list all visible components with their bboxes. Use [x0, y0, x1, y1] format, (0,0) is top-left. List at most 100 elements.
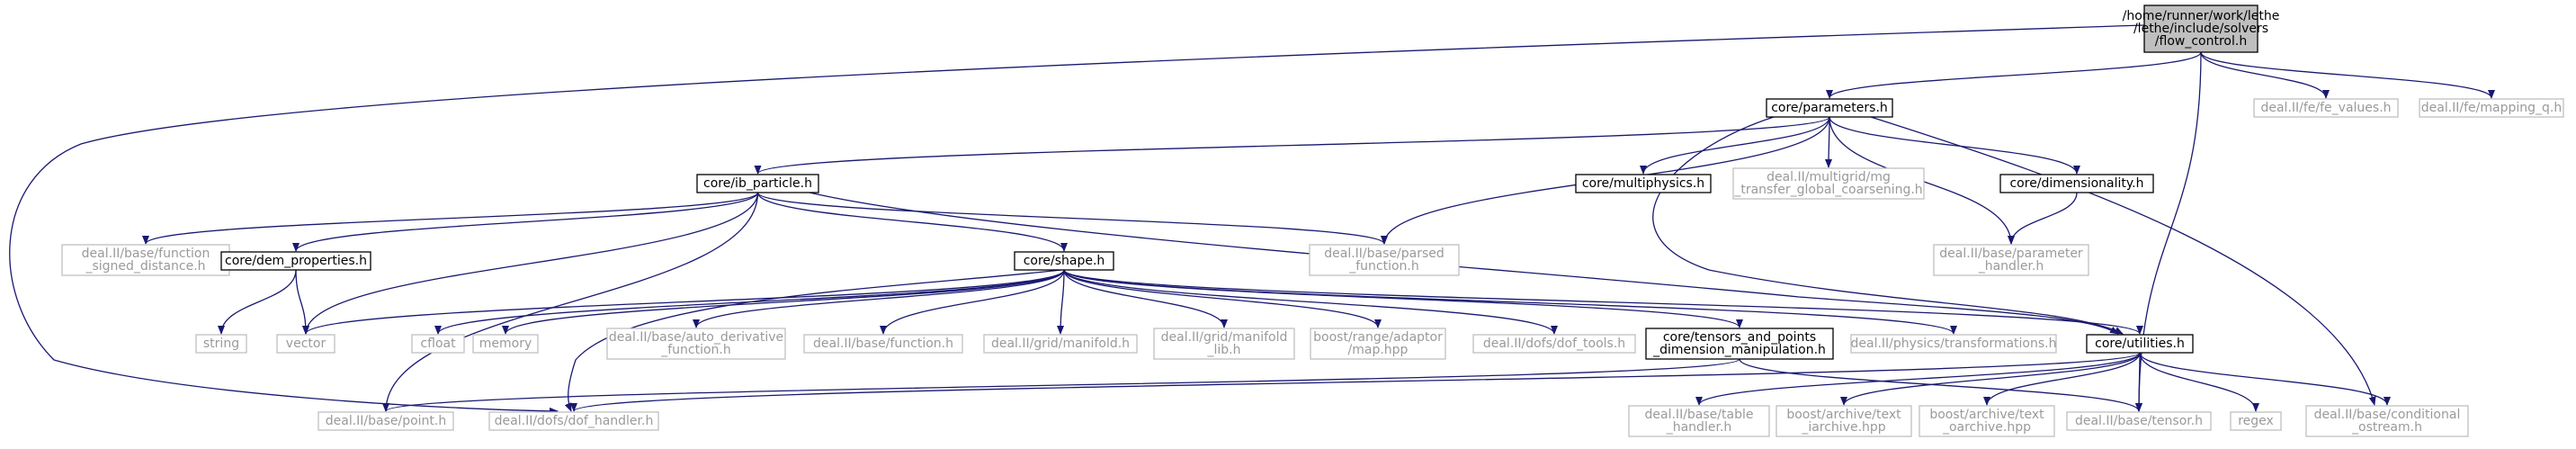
node-dem_props[interactable]: core/dem_properties.h — [220, 251, 371, 271]
edge-shape-to-transforms — [1063, 269, 1957, 335]
node-label: deal.II/base/parameter — [1939, 247, 2083, 261]
node-label: boost/archive/text — [1929, 408, 2044, 422]
edge-parameters-to-multiphysics — [1640, 116, 1830, 175]
edge-root-to-parameters — [1826, 51, 2202, 99]
node-box — [803, 334, 963, 354]
node-box — [1850, 334, 2057, 354]
node-label: cfloat — [420, 337, 456, 351]
node-dimensionality[interactable]: core/dimensionality.h — [1999, 174, 2154, 193]
node-box — [1775, 405, 1912, 437]
node-label: core/shape.h — [1024, 254, 1105, 268]
edge-utilities-to-cond_ostream — [2139, 352, 2391, 406]
node-utilities[interactable]: core/utilities.h — [2086, 334, 2194, 354]
edge-dem_props-to-vector — [295, 269, 309, 335]
edge-root-to-dof_handler — [9, 24, 2145, 415]
node-box — [411, 334, 465, 354]
node-tensors[interactable]: core/tensors_and_points_dimension_manipu… — [1645, 328, 1834, 360]
edge-tensors-to-tensor — [1739, 358, 2142, 412]
node-label: deal.II/fe/mapping_q.h — [2421, 101, 2563, 115]
edge-ib_particle-to-shape — [756, 192, 1068, 252]
edge-utilities-to-text_iarchive — [1840, 352, 2141, 406]
node-manifold: deal.II/grid/manifold.h — [983, 334, 1138, 354]
edge-dimensionality-to-param_handler — [2008, 192, 2078, 245]
node-label: core/multiphysics.h — [1582, 176, 1704, 191]
edge-dem_props-to-string — [218, 269, 297, 335]
edge-shape-to-manifold — [1057, 269, 1065, 335]
edge-shape-to-memory — [502, 269, 1065, 335]
edge-root-to-tensor — [2135, 51, 2202, 412]
node-label: deal.II/multigrid/mg — [1767, 170, 1891, 184]
edge-parameters-to-ib_particle — [754, 116, 1830, 175]
node-box — [606, 328, 786, 360]
node-label: deal.II/base/table — [1645, 408, 1754, 422]
node-multiphysics[interactable]: core/multiphysics.h — [1575, 174, 1712, 193]
node-label: deal.II/base/point.h — [326, 414, 447, 428]
node-label: core/utilities.h — [2095, 337, 2185, 351]
node-box — [1732, 167, 1925, 200]
node-box — [220, 251, 371, 271]
node-box — [61, 244, 230, 276]
node-box — [2230, 411, 2282, 431]
node-shape[interactable]: core/shape.h — [1014, 251, 1114, 271]
node-ib_particle[interactable]: core/ib_particle.h — [696, 174, 819, 193]
edge-shape-to-dof_tools — [1063, 269, 1558, 335]
node-label: /map.hpp — [1348, 343, 1409, 357]
edge-ib_particle-to-point — [382, 192, 759, 412]
node-label: regex — [2238, 414, 2274, 428]
node-box — [1766, 98, 1893, 118]
node-label: deal.II/base/conditional — [2314, 408, 2461, 422]
node-fe_values: deal.II/fe/fe_values.h — [2253, 98, 2399, 118]
node-box — [1933, 244, 2089, 276]
node-box — [1628, 405, 1770, 437]
node-box — [1645, 328, 1834, 360]
node-function: deal.II/base/function.h — [803, 334, 963, 354]
node-label: deal.II/base/function.h — [813, 337, 953, 351]
edges-layer — [9, 24, 2495, 415]
node-box — [2066, 411, 2212, 431]
node-table_handler: deal.II/base/table_handler.h — [1628, 405, 1770, 437]
node-label: _signed_distance.h — [85, 259, 205, 274]
node-label: core/ib_particle.h — [703, 176, 812, 191]
node-box — [696, 174, 819, 193]
node-box — [1472, 334, 1636, 354]
edge-ib_particle-to-parsed_func — [756, 192, 1388, 245]
node-box — [472, 334, 539, 354]
edge-shape-to-auto_deriv — [693, 269, 1065, 328]
node-parameters[interactable]: core/parameters.h — [1766, 98, 1893, 118]
node-label: _handler.h — [1978, 259, 2044, 274]
node-label: _transfer_global_coarsening.h — [1733, 183, 1922, 197]
node-box — [2086, 334, 2194, 354]
node-box — [1919, 405, 2055, 437]
node-label: _handler.h — [1666, 420, 1732, 435]
edge-ib_particle-to-dem_props — [292, 192, 759, 252]
node-auto_deriv: deal.II/base/auto_derivative_function.h — [606, 328, 786, 360]
node-root[interactable]: /home/runner/work/lethe/lethe/include/so… — [2123, 4, 2280, 53]
node-label: boost/range/adaptor — [1313, 330, 1443, 345]
node-text_oarchive: boost/archive/text_oarchive.hpp — [1919, 405, 2055, 437]
node-label: _function.h — [660, 343, 731, 357]
edge-ib_particle-to-func_sd — [142, 192, 759, 245]
edge-shape-to-utilities — [1063, 269, 2143, 335]
node-label: _lib.h — [1207, 343, 1241, 357]
edge-shape-to-function — [880, 269, 1065, 335]
node-label: boost/archive/text — [1786, 408, 1901, 422]
node-label: core/dem_properties.h — [225, 254, 367, 268]
node-manifold_lib: deal.II/grid/manifold_lib.h — [1153, 328, 1295, 360]
edge-shape-to-tensors — [1063, 269, 1743, 328]
node-label: deal.II/fe/fe_values.h — [2260, 101, 2391, 115]
node-mg_transfer: deal.II/multigrid/mg_transfer_global_coa… — [1732, 167, 1925, 200]
node-box — [276, 334, 335, 354]
node-label: /lethe/include/solvers — [2133, 22, 2268, 36]
node-regex: regex — [2230, 411, 2282, 431]
node-cond_ostream: deal.II/base/conditional_ostream.h — [2305, 405, 2469, 437]
node-box — [195, 334, 247, 354]
node-label: deal.II/base/parsed — [1324, 247, 1445, 261]
node-label: deal.II/base/auto_derivative — [609, 330, 783, 345]
edge-root-to-fe_values — [2200, 51, 2330, 99]
node-point: deal.II/base/point.h — [318, 411, 454, 431]
node-label: deal.II/base/function — [82, 247, 210, 261]
node-label: memory — [479, 337, 532, 351]
node-label: vector — [286, 337, 326, 351]
node-box — [2143, 4, 2258, 53]
